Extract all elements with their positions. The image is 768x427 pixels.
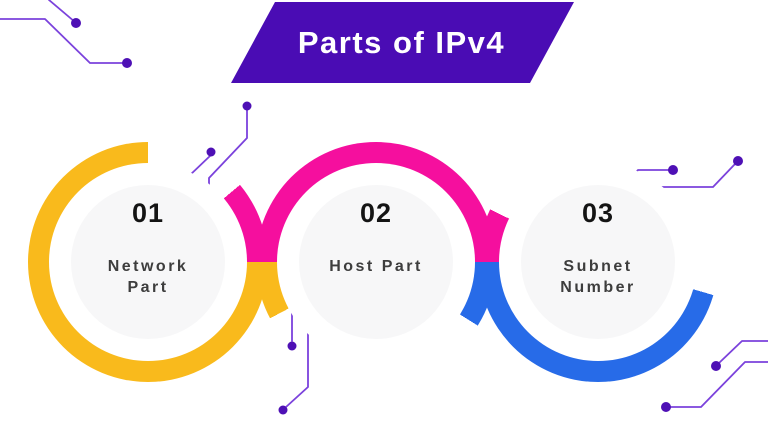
circuit-node-dot xyxy=(71,18,81,28)
circuit-trace xyxy=(718,340,768,364)
step-number: 03 xyxy=(581,198,615,228)
step-label-line: Network xyxy=(107,258,189,275)
step-label-line: Part xyxy=(127,279,169,296)
step-disc xyxy=(299,185,453,339)
step-label-line: Number xyxy=(560,279,636,296)
step-number: 01 xyxy=(131,198,165,228)
circuit-trace xyxy=(48,0,76,23)
step-label: Network Part xyxy=(28,256,268,298)
circuit-node-dot xyxy=(242,101,252,111)
circuit-top-left xyxy=(0,0,132,68)
circuit-trace xyxy=(0,18,127,64)
circuit-node-dot xyxy=(122,58,132,68)
circuit-node-dot xyxy=(661,402,671,412)
step-card-subnet-number: 03 Subnet Number xyxy=(478,142,718,382)
step-number: 02 xyxy=(359,198,393,228)
circuit-node-dot xyxy=(733,156,743,166)
circuit-node-dot xyxy=(278,405,288,415)
page-title: Parts of IPv4 xyxy=(297,24,506,60)
title-banner: Parts of IPv4 xyxy=(225,2,574,83)
step-card-network-part: 01 Network Part xyxy=(28,142,268,382)
step-label: Host Part xyxy=(256,256,496,277)
step-disc xyxy=(521,185,675,339)
step-label-line: Subnet xyxy=(563,258,633,275)
step-disc xyxy=(71,185,225,339)
step-label-line: Host Part xyxy=(329,258,423,275)
step-label: Subnet Number xyxy=(478,256,718,298)
step-card-host-part: 02 Host Part xyxy=(256,142,496,382)
